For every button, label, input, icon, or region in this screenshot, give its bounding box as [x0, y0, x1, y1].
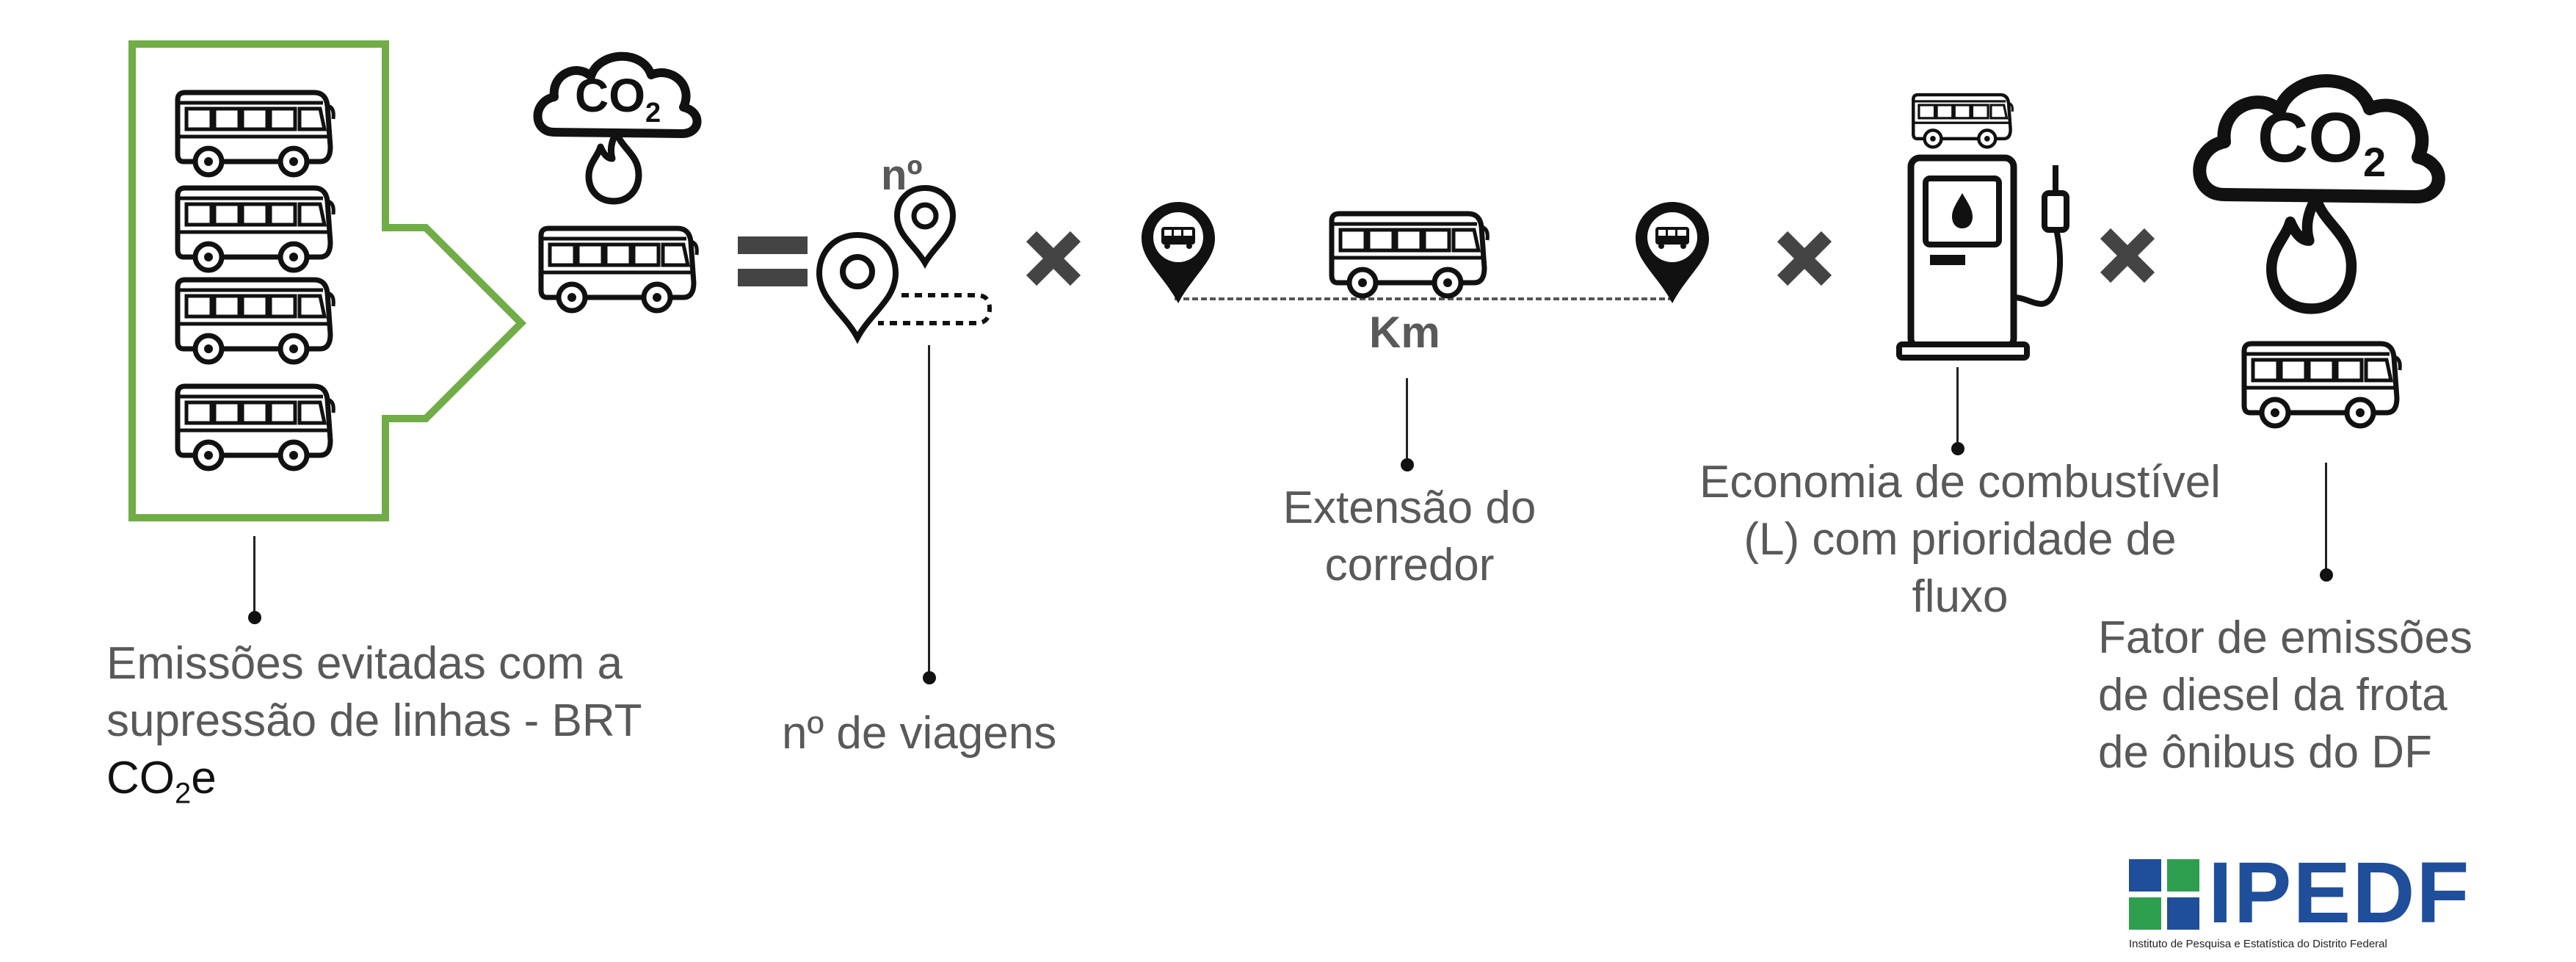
equals-icon — [738, 236, 808, 292]
bus-icon — [176, 275, 338, 371]
corridor-line — [1175, 297, 1674, 303]
corridor-line-2: corredor — [1324, 540, 1495, 590]
fuel-line-2: (L) com prioridade de — [1744, 514, 2177, 565]
bus-icon — [1912, 92, 2015, 154]
trips-route-icon — [815, 184, 998, 352]
km-label: Km — [1369, 308, 1440, 357]
bus-icon — [2243, 339, 2404, 435]
bus-icon — [1330, 209, 1492, 305]
avoided-emissions-label: Emissões evitadas com a supressão de lin… — [106, 635, 767, 822]
bus-stop-pin-icon — [1142, 202, 1215, 308]
co2e-suffix: e — [191, 753, 217, 803]
fuel-economy-label: Economia de combustível (L) com priorida… — [1666, 454, 2254, 626]
connector-dot — [1401, 458, 1414, 471]
avoided-line-1: Emissões evitadas com a — [106, 638, 623, 689]
factor-line-3: de ônibus do DF — [2098, 727, 2432, 778]
ipedf-logo: IPEDF Instituto de Pesquisa e Estatístic… — [2129, 850, 2511, 955]
factor-line-1: Fator de emissões — [2098, 612, 2472, 663]
bus-icon — [176, 88, 338, 184]
connector-dot — [1951, 442, 1964, 455]
fuel-line-3: fluxo — [1912, 571, 2009, 622]
co2-text: CO — [575, 69, 645, 122]
connector-line — [253, 536, 255, 617]
connector-dot — [248, 611, 261, 624]
co2e-unit: CO2e — [106, 750, 767, 822]
connector-line — [1406, 378, 1408, 463]
connector-line — [1956, 367, 1959, 448]
avoided-line-2: supressão de linhas - BRT — [106, 695, 642, 746]
fuel-pump-icon — [1896, 151, 2074, 364]
corridor-label: Extensão do corredor — [1189, 480, 1630, 594]
connector-dot — [2320, 568, 2333, 582]
co2-sub: 2 — [2363, 139, 2387, 185]
logo-wordmark: IPEDF — [2208, 845, 2471, 941]
co2-sub: 2 — [645, 98, 661, 129]
connector-line — [928, 345, 930, 679]
logo-tagline: Instituto de Pesquisa e Estatística do D… — [2129, 938, 2387, 950]
bus-stop-pin-icon — [1636, 202, 1709, 308]
multiply-icon — [1031, 236, 1075, 284]
bus-icon — [176, 184, 338, 279]
co2-text: CO — [2257, 98, 2363, 177]
bus-icon — [176, 382, 338, 477]
emission-factor-label: Fator de emissões de diesel da frota de … — [2098, 610, 2568, 781]
connector-line — [2325, 463, 2327, 573]
multiply-icon — [2105, 234, 2149, 281]
multiply-icon — [1782, 236, 1826, 284]
connector-dot — [923, 671, 936, 684]
factor-line-2: de diesel da frota — [2098, 670, 2448, 720]
co2-cloud-large-icon: CO2 — [2191, 59, 2456, 220]
co2e-sub: 2 — [175, 777, 192, 810]
co2-cloud-icon: CO2 — [532, 44, 708, 147]
bus-icon — [540, 224, 701, 319]
fuel-line-1: Economia de combustível — [1699, 457, 2221, 507]
corridor-line-1: Extensão do — [1282, 482, 1536, 533]
trips-label: nº de viagens — [782, 708, 1057, 759]
co2e-prefix: CO — [106, 753, 175, 803]
flame-icon — [587, 132, 646, 209]
flame-icon — [2268, 198, 2364, 319]
